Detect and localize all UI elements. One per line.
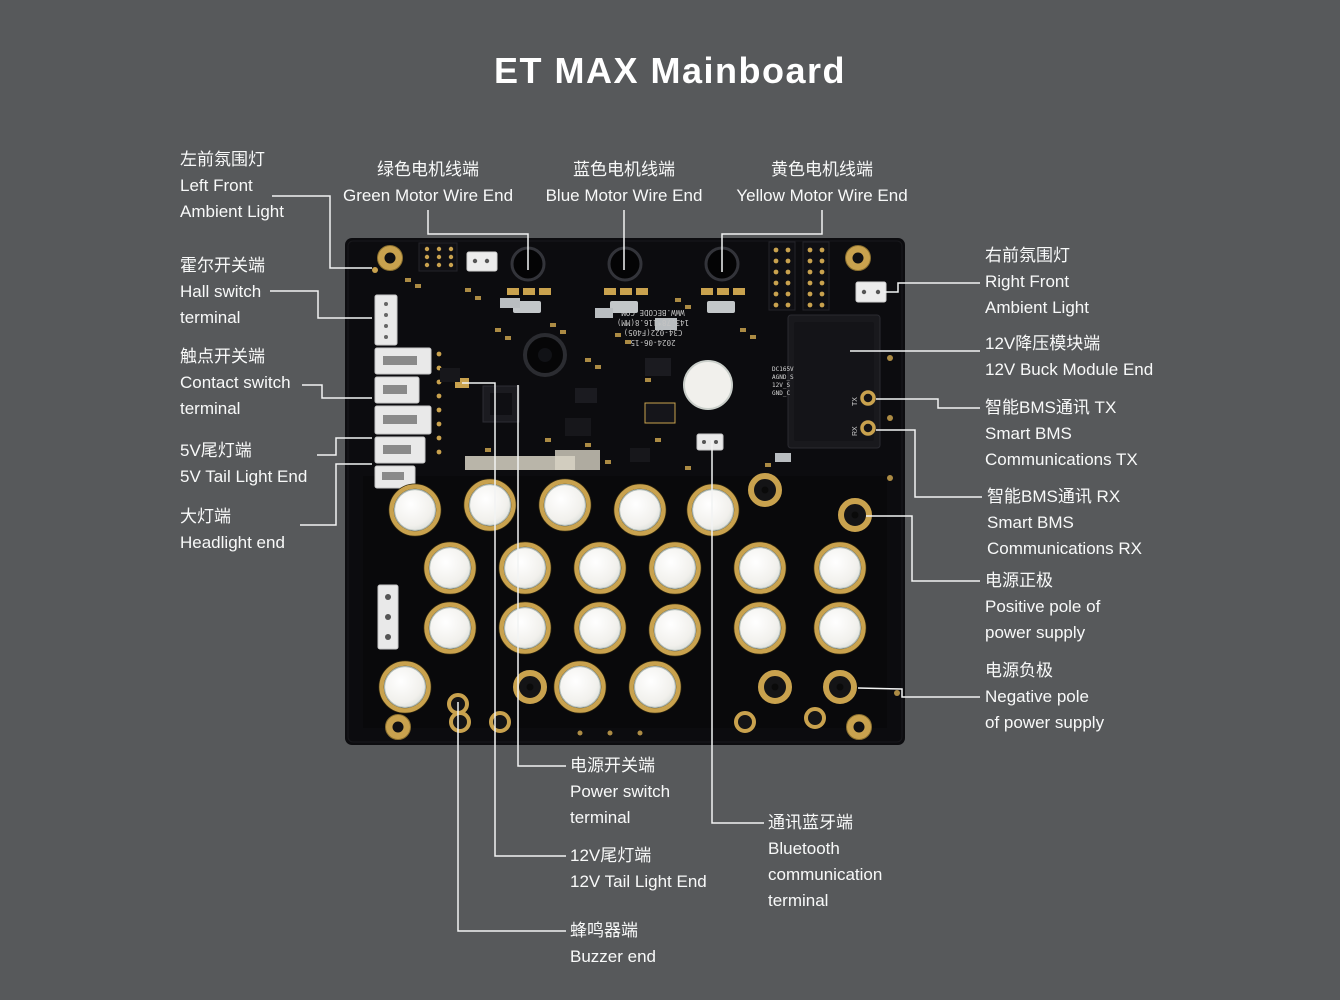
label-line: Right Front (985, 272, 1070, 291)
label-line: 蓝色电机线端 (573, 160, 675, 179)
label-line: Power switch (570, 782, 671, 801)
module-pin-label: 12V_S (772, 382, 790, 389)
buck-module: DC165V AGND_S 12V_S GND_C (772, 314, 881, 449)
label-bluetooth-terminal: 通讯蓝牙端 Bluetooth communication terminal (768, 810, 882, 914)
label-left-front-ambient-light: 左前氛围灯 Left Front Ambient Light (180, 147, 284, 225)
label-12v-buck-module-end: 12V降压模块端 12V Buck Module End (985, 331, 1153, 383)
label-line: 12V Buck Module End (985, 360, 1154, 379)
label-line: Yellow Motor Wire End (736, 186, 908, 205)
rx-pad-label: RX (852, 426, 859, 436)
label-line: 智能BMS通讯 RX (987, 487, 1121, 506)
label-hall-switch-terminal: 霍尔开关端 Hall switch terminal (180, 253, 265, 331)
label-line: 电源负极 (985, 661, 1053, 680)
label-line: 右前氛围灯 (985, 246, 1070, 265)
label-blue-motor-wire-end: 蓝色电机线端 Blue Motor Wire End (546, 157, 703, 209)
label-green-motor-wire-end: 绿色电机线端 Green Motor Wire End (343, 157, 513, 209)
silkscreen-line: WWW.BECODE.COM (621, 308, 685, 317)
label-line: 5V Tail Light End (180, 467, 308, 486)
label-line: 12V降压模块端 (985, 334, 1101, 353)
label-line: of power supply (985, 713, 1105, 732)
label-line: Contact switch (180, 373, 291, 392)
label-line: Smart BMS (987, 513, 1074, 532)
label-line: Hall switch (180, 282, 262, 301)
bms-tx-rx-pads: TX RX (852, 390, 876, 436)
module-pin-label: AGND_S (772, 374, 794, 381)
label-buzzer-end: 蜂鸣器端 Buzzer end (570, 918, 656, 970)
module-pin-label: DC165V (772, 366, 794, 373)
label-smart-bms-rx: 智能BMS通讯 RX Smart BMS Communications RX (987, 484, 1142, 562)
label-line: Green Motor Wire End (342, 186, 514, 205)
label-line: Bluetooth (768, 839, 840, 858)
label-line: power supply (985, 623, 1086, 642)
label-power-positive: 电源正极 Positive pole of power supply (985, 568, 1100, 646)
silkscreen-line: 143.78*116.8(MM) (617, 318, 689, 327)
label-line: Communications RX (987, 539, 1142, 558)
label-line: Blue Motor Wire End (545, 186, 703, 205)
label-line: 电源正极 (985, 571, 1053, 590)
label-line: communication (768, 865, 883, 884)
label-5v-tail-light-end: 5V尾灯端 5V Tail Light End (180, 438, 307, 490)
label-12v-tail-light-end: 12V尾灯端 12V Tail Light End (570, 843, 707, 895)
label-line: Smart BMS (985, 424, 1072, 443)
label-line: Headlight end (180, 533, 285, 552)
label-line: 霍尔开关端 (180, 256, 265, 275)
label-power-switch-terminal: 电源开关端 Power switch terminal (570, 753, 670, 831)
label-line: Negative pole (985, 687, 1089, 706)
label-line: 电源开关端 (570, 756, 655, 775)
label-line: 智能BMS通讯 TX (985, 398, 1117, 417)
label-smart-bms-tx: 智能BMS通讯 TX Smart BMS Communications TX (985, 395, 1138, 473)
label-power-negative: 电源负极 Negative pole of power supply (985, 658, 1104, 736)
label-contact-switch-terminal: 触点开关端 Contact switch terminal (180, 344, 291, 422)
pcb-board: 2024-06-15 C34-022(F405) 143.78*116.8(MM… (345, 238, 905, 745)
silkscreen-line: C34-022(F405) (624, 328, 683, 337)
label-line: 触点开关端 (180, 347, 265, 366)
label-headlight-end: 大灯端 Headlight end (180, 504, 285, 556)
label-line: Communications TX (985, 450, 1138, 469)
label-line: 5V尾灯端 (180, 441, 252, 460)
label-line: terminal (768, 891, 829, 910)
label-line: 黄色电机线端 (770, 160, 873, 179)
label-line: Left Front (180, 176, 253, 195)
label-line: Ambient Light (985, 298, 1089, 317)
tx-pad-label: TX (852, 397, 859, 406)
label-line: 绿色电机线端 (377, 160, 479, 179)
module-pin-label: GND_C (772, 390, 790, 397)
label-right-front-ambient-light: 右前氛围灯 Right Front Ambient Light (985, 243, 1089, 321)
silkscreen-line: 2024-06-15 (630, 338, 675, 347)
label-line: Positive pole of (985, 597, 1101, 616)
label-line: Ambient Light (180, 202, 284, 221)
label-line: Buzzer end (570, 947, 656, 966)
label-yellow-motor-wire-end: 黄色电机线端 Yellow Motor Wire End (736, 157, 907, 209)
label-line: 12V Tail Light End (570, 872, 707, 891)
silkscreen-text: 2024-06-15 C34-022(F405) 143.78*116.8(MM… (617, 308, 689, 347)
label-line: 左前氛围灯 (180, 150, 265, 169)
label-line: terminal (570, 808, 631, 827)
page-title: ET MAX Mainboard (493, 50, 846, 91)
left-connectors (374, 294, 442, 489)
aux-connector (377, 584, 399, 650)
label-line: 通讯蓝牙端 (768, 813, 853, 832)
label-line: 大灯端 (180, 507, 231, 526)
label-line: 12V尾灯端 (570, 846, 652, 865)
label-line: 蜂鸣器端 (570, 921, 638, 940)
label-line: terminal (180, 399, 241, 418)
label-line: terminal (180, 308, 241, 327)
